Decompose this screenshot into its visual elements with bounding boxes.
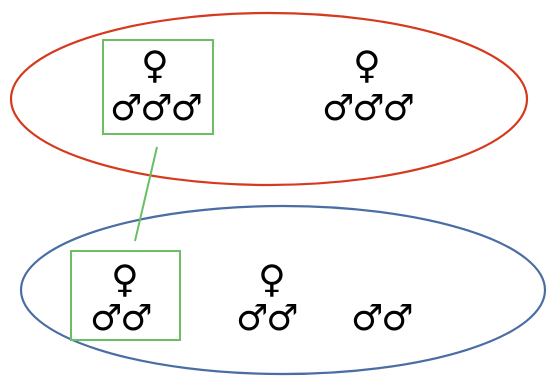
upper-ellipse [9,11,529,187]
upper-cluster-1-female-symbol: ♀ [141,43,169,87]
upper-cluster-2-female-symbol: ♀ [353,43,381,87]
lower-cluster-2-female-symbol: ♀ [258,257,286,301]
upper-cluster-2-male-symbols: ♂♂♂ [322,88,415,129]
upper-highlight-box [102,39,214,135]
lower-highlight-box [70,250,181,341]
lower-ellipse [19,204,547,376]
lower-cluster-1-female-symbol: ♀ [111,257,139,301]
lower-cluster-1-male-symbols: ♂♂ [90,298,153,339]
upper-cluster-1-male-symbols: ♂♂♂ [110,88,203,129]
connector-line [134,146,158,242]
lower-cluster-2-male-symbols: ♂♂ [236,298,299,339]
lower-cluster-3-male-symbols: ♂♂ [351,298,414,339]
